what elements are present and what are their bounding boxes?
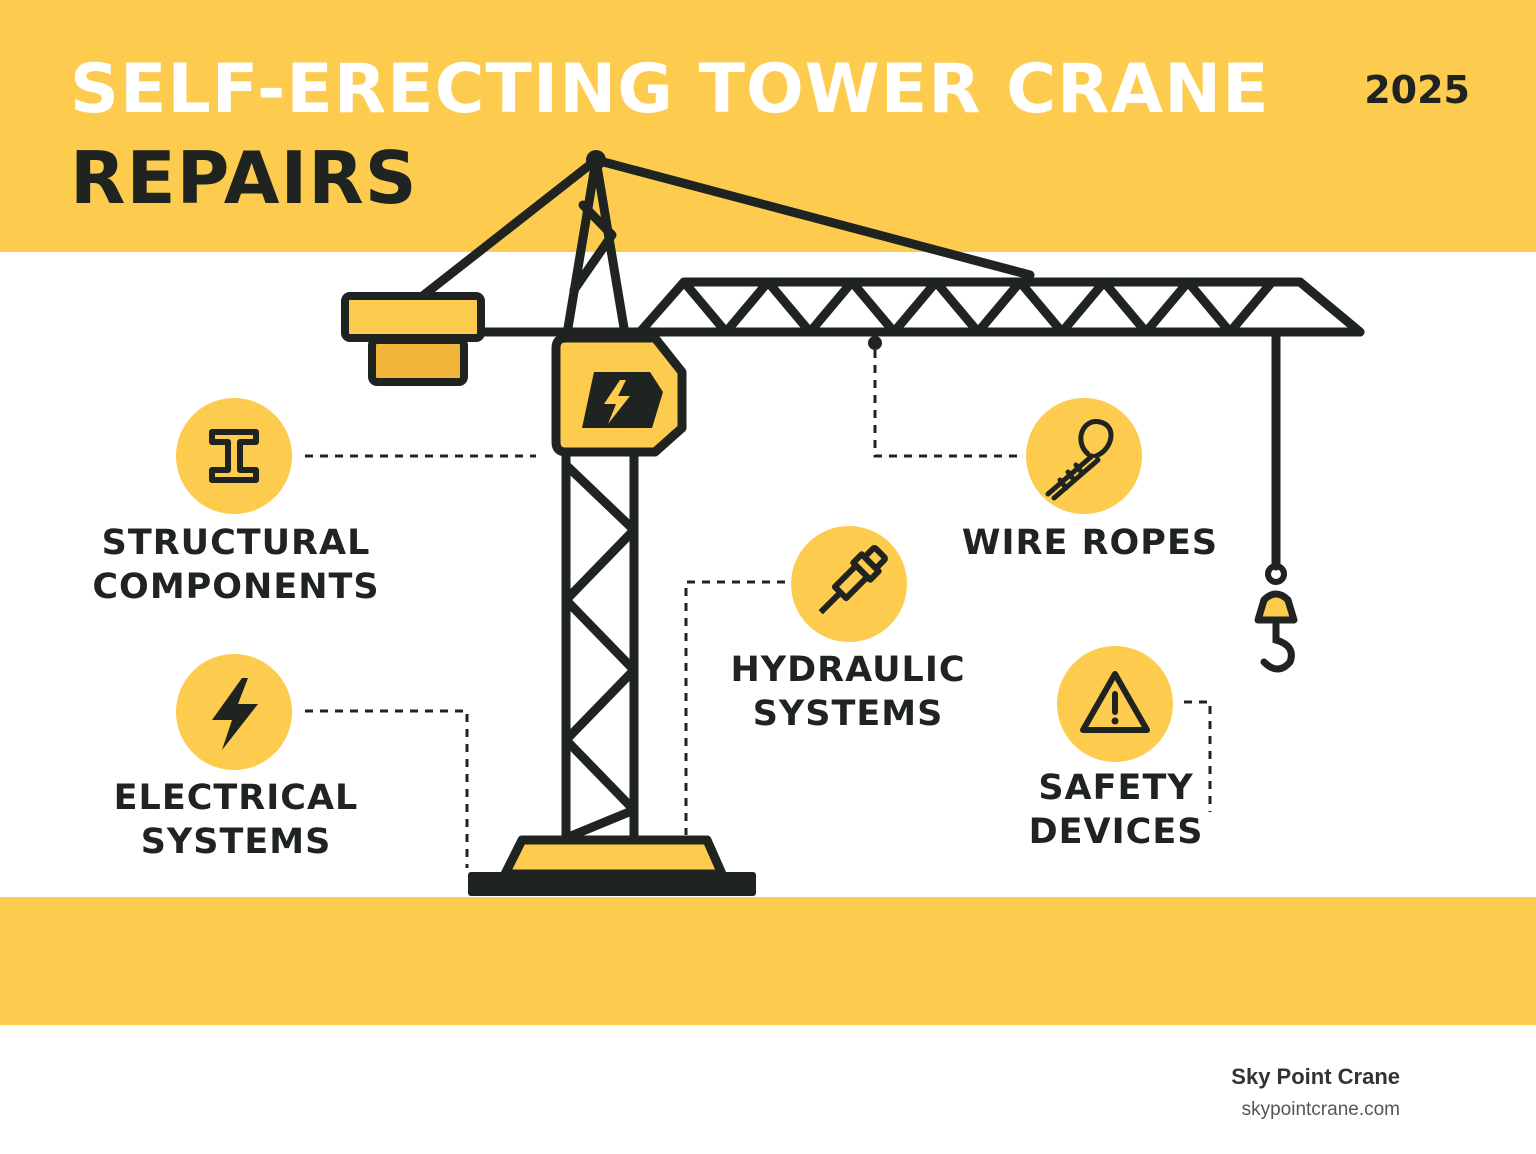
ground-band [0,897,1536,1025]
wire-rope-icon [1045,419,1114,501]
electrical-icon-circle [176,654,292,770]
crane-base [500,835,727,879]
counterweight-upper [341,292,485,342]
year-label: 2025 [1364,68,1470,112]
hydraulic-connector [684,580,785,835]
safety-devices-label: SAFETY DEVICES [1028,768,1204,852]
title-line-1: SELF-ERECTING TOWER CRANE [70,50,1270,129]
lightning-bolt-icon [604,380,630,424]
warning-triangle-icon [1080,671,1150,733]
hydraulic-icon-circle [791,526,907,642]
jib-pivot [586,150,606,170]
electrical-systems-label: ELECTRICAL SYSTEMS [113,778,359,862]
wire-ropes-label: WIRE ROPES [961,523,1219,563]
hydraulic-cylinder-icon [818,545,888,615]
lightning-bolt-icon [212,678,258,750]
i-beam-icon [209,429,259,483]
structural-icon-circle [176,398,292,514]
ground-slab [468,872,756,896]
hook-block [1254,590,1298,624]
structural-components-label: STRUCTURAL COMPONENTS [92,523,380,607]
brand-name: Sky Point Crane [1231,1064,1400,1089]
counterweight-lower [368,336,468,386]
safety-icon-circle [1057,646,1173,762]
hook [1260,620,1295,673]
hydraulic-systems-label: HYDRAULIC SYSTEMS [730,650,966,734]
trolley-point [868,336,882,350]
brand-url[interactable]: skypointcrane.com [1241,1099,1400,1120]
title-line-2: REPAIRS [70,136,418,220]
wire-ropes-connector [873,350,1022,458]
wire-ropes-icon-circle [1026,398,1142,514]
